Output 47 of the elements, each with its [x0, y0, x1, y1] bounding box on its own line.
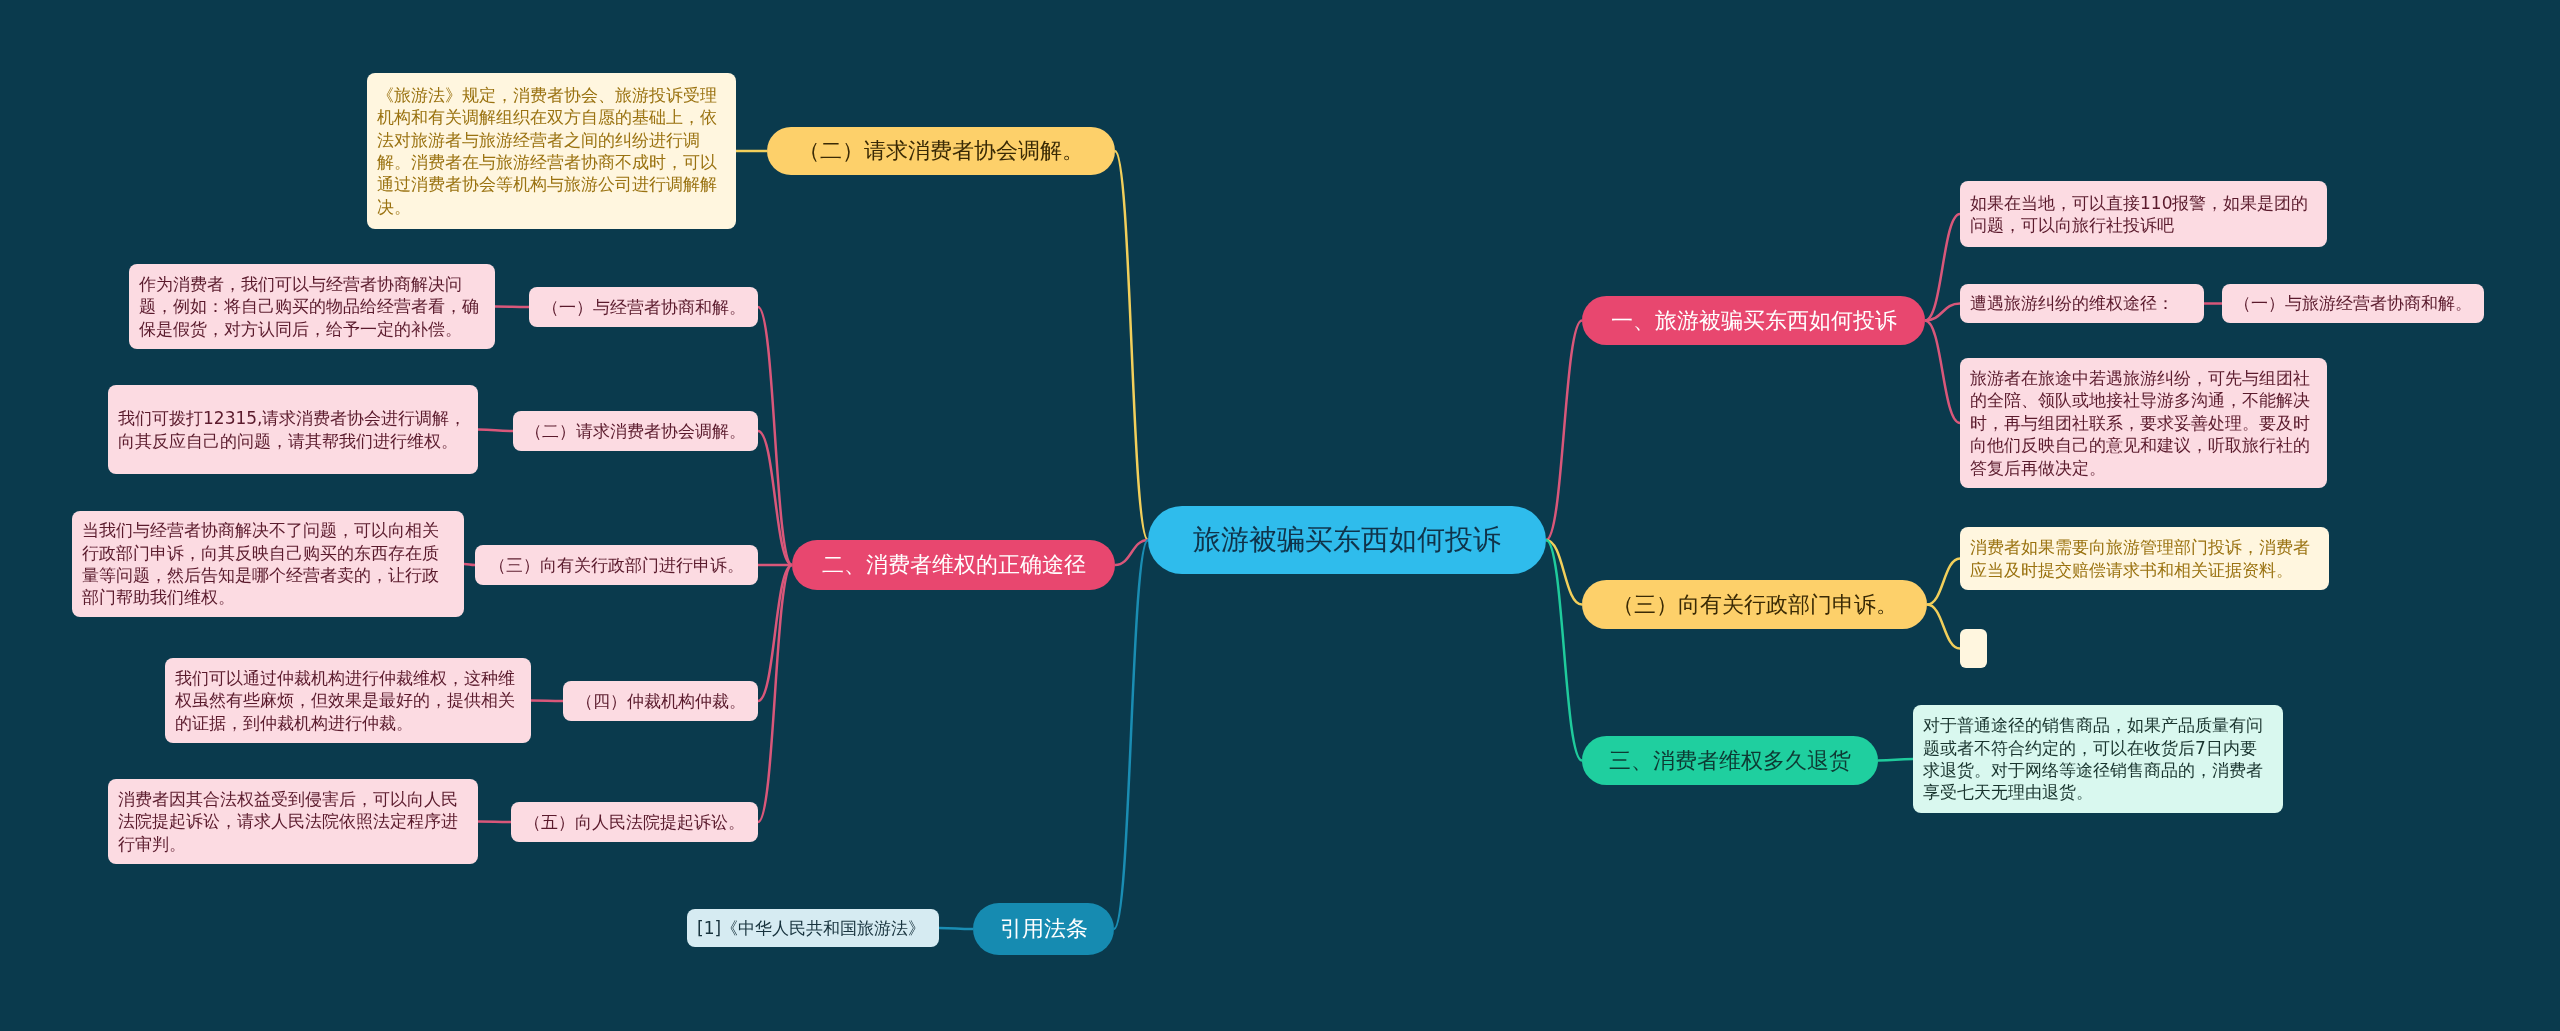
note-box: 我们可拨打12315,请求消费者协会进行调解，向其反应自己的问题，请其帮我们进行维权。 [108, 385, 478, 474]
note-box: 消费者如果需要向旅游管理部门投诉，消费者应当及时提交赔偿请求书和相关证据资料。 [1960, 527, 2329, 590]
connector-line [1545, 319, 1583, 541]
connector-line [478, 428, 513, 433]
connector-line [1112, 539, 1150, 930]
connector-line [758, 563, 792, 567]
connector-line [531, 699, 563, 703]
connector-line [1878, 757, 1913, 762]
connector-line [757, 564, 793, 823]
subtopic-box: （二）请求消费者协会调解。 [513, 411, 758, 451]
connector-line [1113, 150, 1150, 541]
branch-topic: 三、消费者维权多久退货 [1582, 736, 1878, 785]
subtopic-box: （一）与经营者协商和解。 [529, 287, 758, 327]
connector-line [1924, 212, 1961, 322]
connector-line [939, 926, 973, 931]
note-box: 当我们与经营者协商解决不了问题，可以向相关行政部门申诉，向其反映自己购买的东西存在质量等问题，然后告知是哪个经营者卖的，让行政部门帮助我们维权。 [72, 511, 464, 617]
branch-topic: 二、消费者维权的正确途径 [792, 540, 1115, 590]
branch-topic: 一、旅游被骗买东西如何投诉 [1582, 296, 1925, 345]
subtopic-box: （三）向有关行政部门进行申诉。 [475, 545, 758, 585]
subtopic-box: （四）仲裁机构仲裁。 [563, 681, 758, 721]
note-box: 对于普通途径的销售商品，如果产品质量有问题或者不符合约定的，可以在收货后7日内要求退货。对于网络等途径销售商品的，消费者享受七天无理由退货。 [1913, 705, 2283, 813]
connector-line [757, 306, 793, 566]
note-box: 旅游者在旅途中若遇旅游纠纷，可先与组团社的全陪、领队或地接社导游多沟通，不能解决时，再与组团社联系，要求妥善处理。要及时向他们反映自己的意见和建议，听取旅行社的答复后再做决定。 [1960, 358, 2327, 488]
note-box: 我们可以通过仲裁机构进行仲裁维权，这种维权虽然有些麻烦，但效果是最好的，提供相关的证据，到仲裁机构进行仲裁。 [165, 658, 531, 743]
connector-line [2204, 302, 2222, 305]
note-box: 作为消费者，我们可以与经营者协商解决问题，例如：将自己购买的物品给经营者看，确保是假货，对方认同后，给予一定的补偿。 [129, 264, 495, 349]
connector-line [1545, 538, 1583, 606]
subtopic-box: （五）向人民法院提起诉讼。 [511, 802, 758, 842]
note-box: 遭遇旅游纠纷的维权途径： [1960, 284, 2204, 323]
connector-line [1926, 603, 1961, 650]
note-box: 如果在当地，可以直接110报警，如果是团的问题，可以向旅行社投诉吧 [1960, 181, 2327, 247]
connector-line [1114, 538, 1149, 567]
central-topic: 旅游被骗买东西如何投诉 [1148, 506, 1546, 574]
note-box: [1]《中华人民共和国旅游法》 [687, 909, 939, 947]
connector-line [1924, 319, 1961, 425]
connector-line [495, 305, 529, 309]
branch-topic: （三）向有关行政部门申诉。 [1582, 580, 1927, 629]
empty-box [1960, 629, 1987, 668]
note-box: 消费者因其合法权益受到侵害后，可以向人民法院提起诉讼，请求人民法院依照法定程序进行审判。 [108, 779, 478, 864]
connector-line [1545, 539, 1583, 762]
connector-line [478, 820, 511, 824]
note-box: 《旅游法》规定，消费者协会、旅游投诉受理机构和有关调解组织在双方自愿的基础上，依法对旅游者与旅游经营者之间的纠纷进行调解。消费者在与旅游经营者协商不成时，可以通过消费者协会等机构与旅游公司进行调解解决。 [367, 73, 736, 229]
connector-line [736, 149, 767, 153]
subtopic-box: （一）与旅游经营者协商和解。 [2222, 284, 2484, 323]
branch-topic: 引用法条 [973, 903, 1114, 955]
connector-line [1926, 557, 1961, 606]
branch-topic: （二）请求消费者协会调解。 [767, 127, 1115, 175]
